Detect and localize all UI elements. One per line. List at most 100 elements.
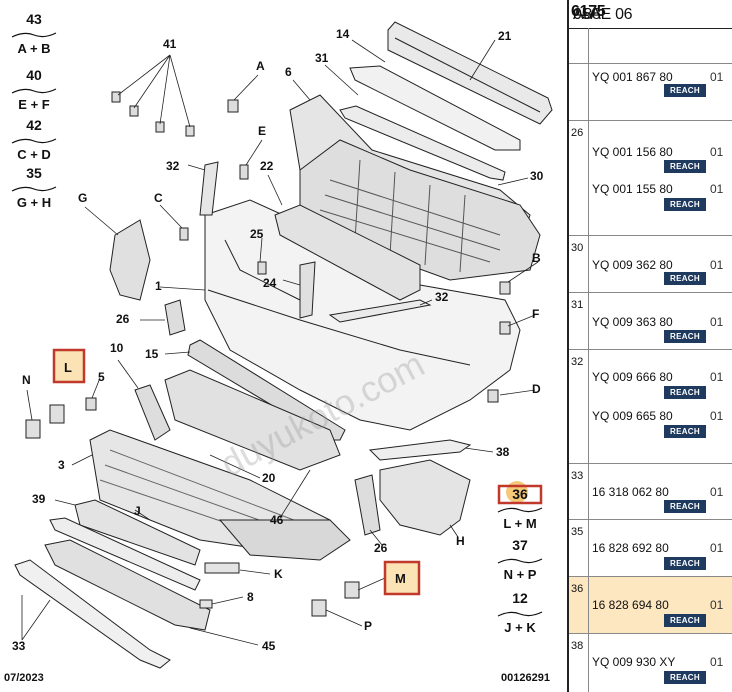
part-number: YQ 001 867 80	[592, 70, 673, 84]
callout-10: 10	[110, 341, 124, 355]
callout-14: 14	[336, 27, 350, 41]
part-row-highlighted[interactable]: 36 16 828 694 80 01 REACH	[569, 577, 732, 634]
reach-badge: REACH	[664, 84, 706, 97]
exploded-parts-diagram: 41 A 14 21 31 6 E 32 22 30 G C 25 24 B 1…	[4, 12, 553, 684]
header-bold: 6175	[571, 3, 606, 20]
callout-46: 46	[270, 513, 284, 527]
highlight-box-36	[497, 484, 543, 505]
row-index: 32	[571, 356, 584, 368]
callout-P: P	[364, 619, 372, 633]
part-number: YQ 009 665 80	[592, 409, 673, 423]
callout-31: 31	[315, 51, 329, 65]
callout-30: 30	[530, 169, 544, 183]
row-index: 38	[571, 640, 584, 652]
callout-24: 24	[263, 276, 277, 290]
row-index: 35	[571, 526, 584, 538]
callout-5: 5	[98, 370, 105, 384]
part-qty: 01	[710, 541, 724, 555]
callout-33: 33	[12, 639, 26, 653]
callout-21: 21	[498, 29, 512, 43]
parts-subheader	[569, 28, 732, 64]
reach-badge: REACH	[664, 671, 706, 684]
combo-37: 37 N + P	[494, 538, 546, 582]
part-qty: 01	[710, 258, 724, 272]
callout-38: 38	[496, 445, 510, 459]
reach-badge: REACH	[664, 425, 706, 438]
callout-15: 15	[145, 347, 159, 361]
part-row[interactable]: 32 YQ 009 666 80 01 REACH YQ 009 665 80 …	[569, 350, 732, 464]
part-number: YQ 009 363 80	[592, 315, 673, 329]
part-row[interactable]: YQ 001 867 80 01 REACH	[569, 64, 732, 121]
diagram-date: 07/2023	[4, 672, 44, 684]
part-number: YQ 001 155 80	[592, 182, 673, 196]
callout-41: 41	[163, 37, 177, 51]
part-number: YQ 009 666 80	[592, 370, 673, 384]
callout-labels: 41 A 14 21 31 6 E 32 22 30 G C 25 24 B 1…	[12, 27, 544, 653]
part-qty: 01	[710, 409, 724, 423]
reach-badge: REACH	[664, 386, 706, 399]
callout-20: 20	[262, 471, 276, 485]
callout-K: K	[274, 567, 283, 581]
callout-1: 1	[155, 279, 162, 293]
part-row[interactable]: 31 YQ 009 363 80 01 REACH	[569, 293, 732, 350]
part-21-shape	[387, 21, 553, 125]
callout-6: 6	[285, 65, 292, 79]
part-qty: 01	[710, 182, 724, 196]
combo-12: 12 J + K	[494, 591, 546, 635]
part-number: YQ 009 362 80	[592, 258, 673, 272]
part-qty: 01	[710, 655, 724, 669]
row-index: 36	[571, 583, 584, 595]
part-number: 16 828 694 80	[592, 598, 669, 612]
part-number: YQ 001 156 80	[592, 145, 673, 159]
part-row[interactable]: 33 16 318 062 80 01 REACH	[569, 464, 732, 520]
reach-badge: REACH	[664, 198, 706, 211]
part-row[interactable]: 26 YQ 001 156 80 01 REACH YQ 001 155 80 …	[569, 121, 732, 236]
reach-badge: REACH	[664, 160, 706, 173]
part-row[interactable]: 35 16 828 692 80 01 REACH	[569, 520, 732, 577]
reach-badge: REACH	[664, 500, 706, 513]
part-qty: 01	[710, 485, 724, 499]
part-row[interactable]: 38 YQ 009 930 XY 01 REACH	[569, 634, 732, 692]
callout-H: H	[456, 534, 465, 548]
callout-22: 22	[260, 159, 274, 173]
callout-D: D	[532, 382, 541, 396]
part-row[interactable]: 30 YQ 009 362 80 01 REACH	[569, 236, 732, 293]
callout-32b: 32	[435, 290, 449, 304]
reach-badge: REACH	[664, 330, 706, 343]
combo-42: 42 C + D	[8, 118, 60, 162]
callout-32a: 32	[166, 159, 180, 173]
reach-badge: REACH	[664, 557, 706, 570]
callout-A: A	[256, 59, 265, 73]
callout-F: F	[532, 307, 539, 321]
panel-divider	[567, 0, 569, 692]
part-qty: 01	[710, 370, 724, 384]
callout-L: L	[64, 360, 72, 375]
row-index: 30	[571, 242, 584, 254]
header-suffix: 05A	[573, 6, 601, 23]
diagram-drawing: 41 A 14 21 31 6 E 32 22 30 G C 25 24 B 1…	[12, 21, 553, 669]
callout-8: 8	[247, 590, 254, 604]
callout-25: 25	[250, 227, 264, 241]
header-prefix: A88E 06	[573, 6, 633, 23]
parts-list-panel: A88E 06 6175 05A YQ 001 867 80 01 REACH …	[569, 0, 732, 692]
callout-M: M	[395, 571, 406, 586]
row-index: 31	[571, 299, 584, 311]
callout-45: 45	[262, 639, 276, 653]
callout-N: N	[22, 373, 31, 387]
row-index: 26	[571, 127, 584, 139]
callout-C: C	[154, 191, 163, 205]
callout-J: J	[134, 504, 141, 518]
combo-35: 35 G + H	[8, 166, 60, 210]
callout-E: E	[258, 124, 266, 138]
highlight-box-L	[52, 348, 86, 384]
reach-badge: REACH	[664, 272, 706, 285]
callout-G: G	[78, 191, 87, 205]
callout-B: B	[532, 251, 541, 265]
part-qty: 01	[710, 598, 724, 612]
part-qty: 01	[710, 70, 724, 84]
callout-39: 39	[32, 492, 46, 506]
part-qty: 01	[710, 315, 724, 329]
diagram-doc-number: 00126291	[501, 672, 550, 684]
callout-3: 3	[58, 458, 65, 472]
combo-40: 40 E + F	[8, 68, 60, 112]
